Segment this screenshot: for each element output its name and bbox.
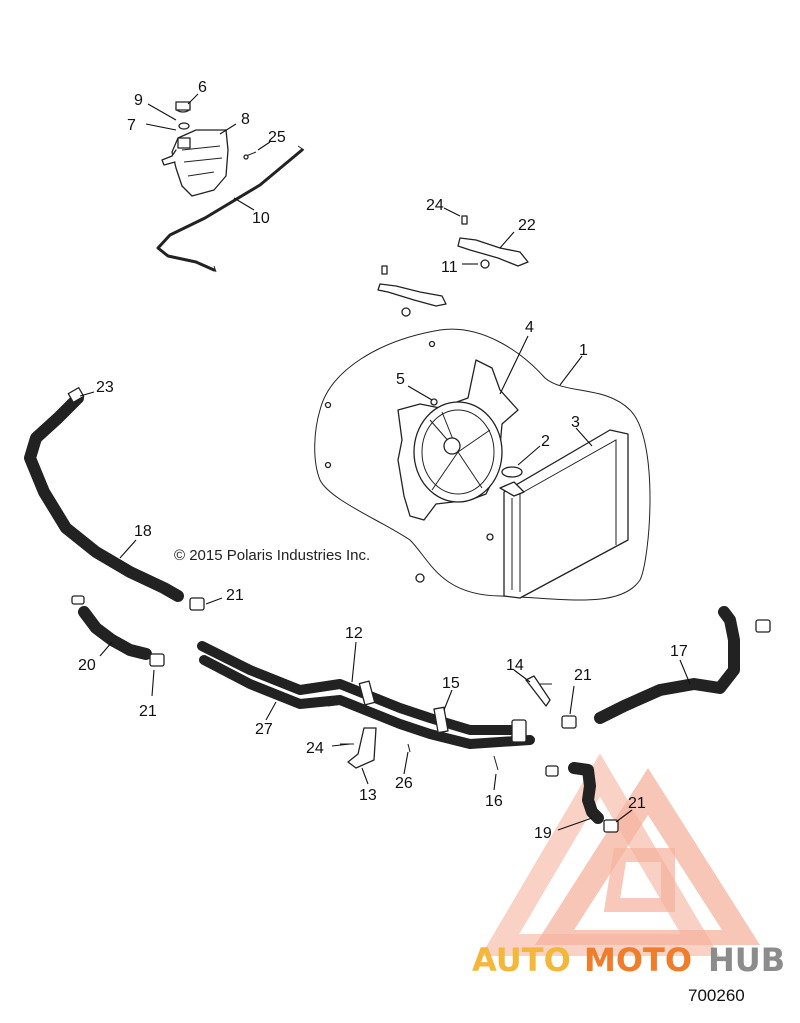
callout-23: 23 xyxy=(96,379,114,396)
callout-18: 18 xyxy=(134,523,152,540)
callout-8: 8 xyxy=(241,111,250,128)
callout-17: 17 xyxy=(670,643,688,660)
watermark-logo xyxy=(480,753,760,956)
callout-26: 26 xyxy=(395,775,413,792)
upper-brackets xyxy=(377,215,529,317)
callout-7: 7 xyxy=(127,117,136,134)
hose-20 xyxy=(71,595,165,667)
hose-18 xyxy=(24,387,205,611)
callout-19: 19 xyxy=(534,825,552,842)
callout-21d: 21 xyxy=(628,795,646,812)
callout-2: 2 xyxy=(541,433,550,450)
callout-24b: 24 xyxy=(306,740,324,757)
copyright-text: © 2015 Polaris Industries Inc. xyxy=(174,547,370,564)
callout-11: 11 xyxy=(441,259,458,276)
callout-14: 14 xyxy=(506,657,524,674)
hose-17 xyxy=(561,606,771,729)
callout-21c: 21 xyxy=(574,667,592,684)
callout-9: 9 xyxy=(134,92,143,109)
callout-27: 27 xyxy=(255,721,273,738)
watermark-text: AUTO MOTO HUB xyxy=(472,941,785,979)
callout-20: 20 xyxy=(78,657,96,674)
callout-6: 6 xyxy=(198,79,207,96)
callout-3: 3 xyxy=(571,414,580,431)
callout-21b: 21 xyxy=(139,703,157,720)
watermark-hub: HUB xyxy=(708,941,785,979)
radiator-assembly xyxy=(314,328,651,601)
callout-12: 12 xyxy=(345,625,363,642)
callout-25: 25 xyxy=(268,129,286,146)
watermark-moto: MOTO xyxy=(584,941,692,979)
hose-19 xyxy=(545,762,619,833)
callout-1: 1 xyxy=(579,342,588,359)
callout-21a: 21 xyxy=(226,587,244,604)
callout-13: 13 xyxy=(359,787,377,804)
reservoir-assembly xyxy=(156,101,305,273)
callout-15: 15 xyxy=(442,675,460,692)
tube-assembly xyxy=(197,641,552,771)
watermark-auto: AUTO xyxy=(472,941,571,979)
callout-10: 10 xyxy=(252,210,270,227)
leader-lines xyxy=(79,93,691,831)
callout-16: 16 xyxy=(485,793,503,810)
callout-5: 5 xyxy=(396,371,405,388)
callout-4: 4 xyxy=(525,319,534,336)
callout-numbers: 1 2 3 4 5 6 7 8 9 10 11 12 13 14 15 16 1… xyxy=(78,79,688,842)
callout-22: 22 xyxy=(518,217,536,234)
diagram-id: 700260 xyxy=(688,986,745,1005)
callout-24a: 24 xyxy=(426,197,444,214)
